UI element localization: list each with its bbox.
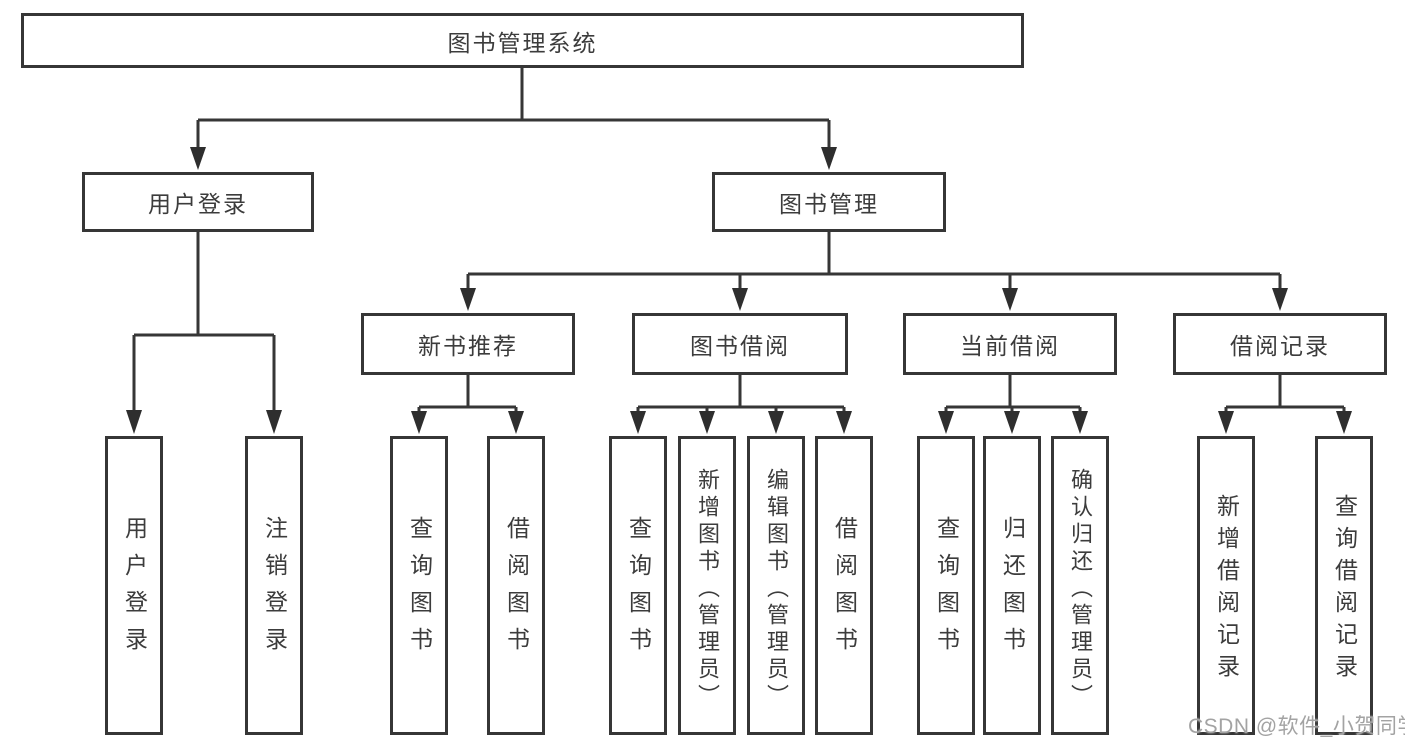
node-root-system: 图书管理系统 [21,13,1024,68]
leaf-query-borrow-record: 查询借阅记录 [1315,436,1373,735]
node-user-login: 用户登录 [82,172,314,232]
arrowhead-icon [411,411,427,434]
leaf-borrow-book-recommend: 借阅图书 [487,436,545,735]
node-current-borrow: 当前借阅 [903,313,1117,375]
arrowhead-icon [732,288,748,311]
leaf-logout: 注销登录 [245,436,303,735]
arrowhead-icon [190,147,206,170]
node-book-management: 图书管理 [712,172,946,232]
arrowhead-icon [508,411,524,434]
leaf-edit-book-admin: 编辑图书（管理员） [747,436,805,735]
arrowhead-icon [126,410,142,434]
arrowhead-icon [1002,288,1018,311]
connector-stems [132,68,1346,414]
node-new-book-recommend: 新书推荐 [361,313,575,375]
arrowhead-icon [938,411,954,434]
arrowhead-icon [1004,411,1020,434]
arrowhead-icon [1272,288,1288,311]
leaf-user-login: 用户登录 [105,436,163,735]
arrowhead-icon [1218,411,1234,434]
leaf-borrow-book: 借阅图书 [815,436,873,735]
arrowhead-icon [1072,411,1088,434]
node-borrow-records: 借阅记录 [1173,313,1387,375]
arrowhead-icon [460,288,476,311]
leaf-query-book-borrow: 查询图书 [609,436,667,735]
arrowhead-icon [266,410,282,434]
leaf-add-borrow-record: 新增借阅记录 [1197,436,1255,735]
arrowhead-icon [821,147,837,170]
leaf-query-book-recommend: 查询图书 [390,436,448,735]
arrowhead-icon [699,411,715,434]
leaf-confirm-return-admin: 确认归还（管理员） [1051,436,1109,735]
node-book-borrow: 图书借阅 [632,313,848,375]
arrowhead-icon [630,411,646,434]
arrowhead-icon [836,411,852,434]
leaf-return-book: 归还图书 [983,436,1041,735]
leaf-query-book-current: 查询图书 [917,436,975,735]
csdn-watermark: CSDN @软件_小贺同学 [1188,715,1405,738]
arrowheads [126,147,1352,434]
arrowhead-icon [768,411,784,434]
arrowhead-icon [1336,411,1352,434]
leaf-add-book-admin: 新增图书（管理员） [678,436,736,735]
